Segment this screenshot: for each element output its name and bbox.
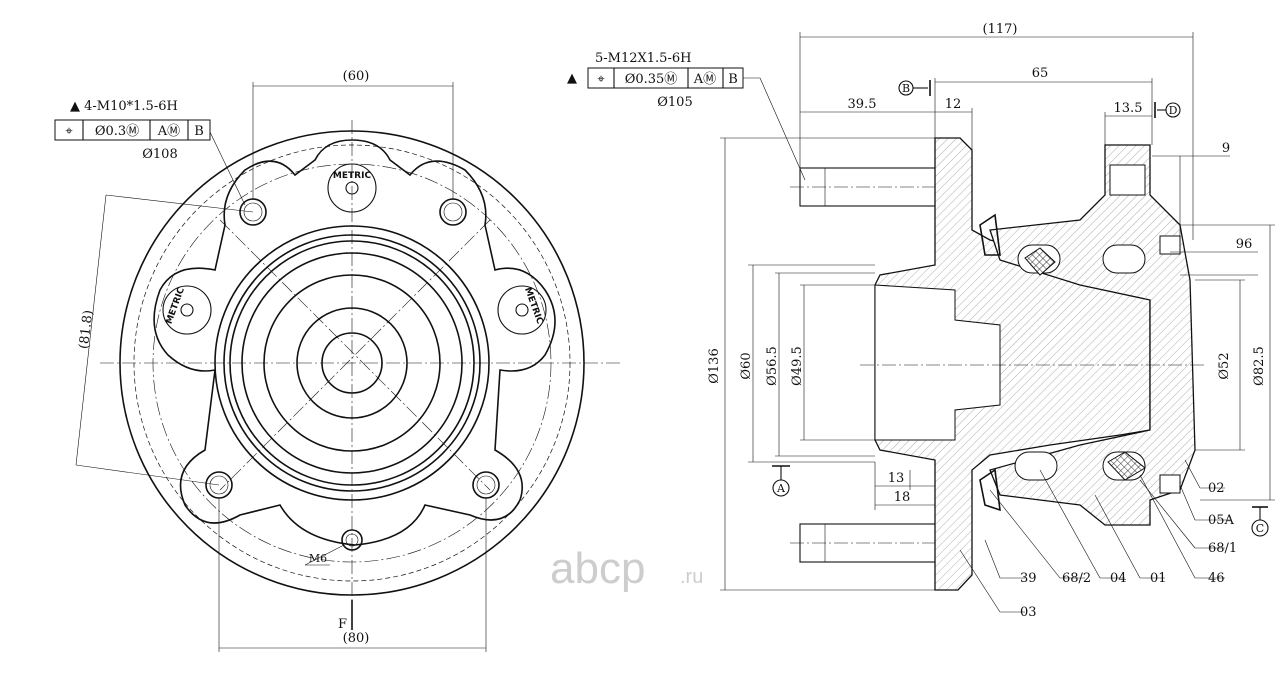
dim-60: (60) [343, 69, 370, 84]
svg-text:A: A [776, 482, 786, 495]
svg-text:AⓂ: AⓂ [157, 124, 180, 139]
svg-text:METRIC: METRIC [333, 171, 372, 181]
pcd-section: Ø105 [657, 95, 692, 110]
section-view: (117) 65 39.5 12 B 13.5 D [567, 22, 1275, 620]
svg-text:⌖: ⌖ [65, 124, 73, 139]
dim-9: 9 [1222, 141, 1230, 156]
svg-text:D: D [1169, 104, 1178, 117]
svg-text:METRIC: METRIC [165, 286, 188, 326]
metric-stamp: METRIC [497, 285, 547, 335]
thread-note-front: ▲ 4-M10*1.5-6H [70, 99, 178, 114]
dim-d56-5: Ø56.5 [765, 346, 780, 386]
dim-65: 65 [1032, 66, 1049, 81]
svg-text:C: C [1256, 522, 1264, 535]
callout-02: 02 [1208, 481, 1225, 496]
callout-01: 01 [1150, 571, 1167, 586]
diag-centerline-2 [219, 219, 491, 491]
callout-46: 46 [1208, 571, 1225, 586]
seal-inner-top [979, 213, 1001, 256]
seal-bottom [1159, 474, 1181, 494]
callout-04: 04 [1110, 571, 1127, 586]
callout-labels: 02 05A 68/1 46 01 04 68/2 39 03 [1020, 481, 1237, 620]
callout-03: 03 [1020, 605, 1037, 620]
thread-note-section: 5-M12X1.5-6H [595, 51, 691, 66]
fcf-front: ⌖ Ø0.3Ⓜ AⓂ B [54, 119, 211, 141]
dim-12: 12 [945, 97, 962, 112]
dim-96: 96 [1236, 237, 1253, 252]
svg-text:B: B [194, 124, 204, 139]
svg-text:⌖: ⌖ [597, 72, 605, 87]
outer-bearing-ring [989, 144, 1196, 526]
dim-13: 13 [888, 471, 905, 486]
pcd-front: Ø108 [142, 147, 177, 162]
front-view: METRIC METRIC METRIC (60) (80) (81.8) ▲ … [54, 69, 620, 652]
callout-05a: 05A [1208, 513, 1235, 528]
callout-39: 39 [1020, 571, 1037, 586]
dim-18: 18 [894, 490, 911, 505]
leader-stud [759, 77, 806, 181]
sensor-thread-label: M6 [309, 552, 327, 565]
ball-top-right [1102, 244, 1146, 274]
flange-lobe-outline [153, 139, 556, 546]
seal-inner-bottom [979, 468, 1001, 512]
sensor-hole [341, 529, 363, 551]
dim-d49-5: Ø49.5 [790, 346, 805, 386]
dim-d136: Ø136 [707, 348, 722, 383]
ball-bottom-right [1102, 451, 1146, 481]
leader-bolt [209, 131, 246, 206]
datum-b: B [898, 80, 931, 96]
callout-68-1: 68/1 [1208, 541, 1237, 556]
triangle-marker: ▲ [567, 71, 577, 86]
dim-line-81-8 [75, 194, 107, 466]
metric-stamp: METRIC [162, 285, 212, 335]
datum-c: C [1251, 506, 1269, 537]
svg-text:AⓂ: AⓂ [693, 72, 716, 87]
callout-68-2: 68/2 [1062, 571, 1091, 586]
bolt-hole [439, 198, 467, 226]
dim-d52: Ø52 [1217, 352, 1232, 379]
dim-d82-5: Ø82.5 [1252, 346, 1267, 386]
fcf-section: ⌖ Ø0.35Ⓜ AⓂ B [587, 67, 744, 89]
svg-text:Ø0.35Ⓜ: Ø0.35Ⓜ [625, 72, 678, 87]
svg-text:Ø0.3Ⓜ: Ø0.3Ⓜ [95, 124, 139, 139]
seal-top [1159, 235, 1181, 255]
bolt-hole [472, 471, 500, 499]
dim-d60: Ø60 [739, 352, 754, 379]
datum-d: D [1154, 102, 1181, 118]
hub-bore-section [874, 284, 1001, 441]
svg-text:B: B [728, 72, 738, 87]
svg-text:METRIC: METRIC [522, 286, 545, 326]
datum-a: A [772, 465, 790, 497]
metric-stamp: METRIC [327, 163, 377, 213]
diag-centerline-1 [219, 219, 491, 491]
dim-13-5: 13.5 [1114, 101, 1143, 116]
svg-text:B: B [902, 82, 910, 95]
dim-39-5: 39.5 [848, 97, 877, 112]
dim-117: (117) [983, 22, 1018, 37]
watermark: abcp .ru [550, 544, 703, 593]
watermark-brand: abcp [550, 544, 645, 593]
knuckle-bolt-hole [1109, 164, 1146, 196]
dim-81-8: (81.8) [77, 309, 97, 350]
dim-80: (80) [343, 631, 370, 646]
ball-top-left [1017, 244, 1061, 276]
view-label-f: F [338, 617, 347, 632]
watermark-suffix: .ru [680, 566, 703, 588]
ball-bottom-left [1014, 451, 1058, 481]
